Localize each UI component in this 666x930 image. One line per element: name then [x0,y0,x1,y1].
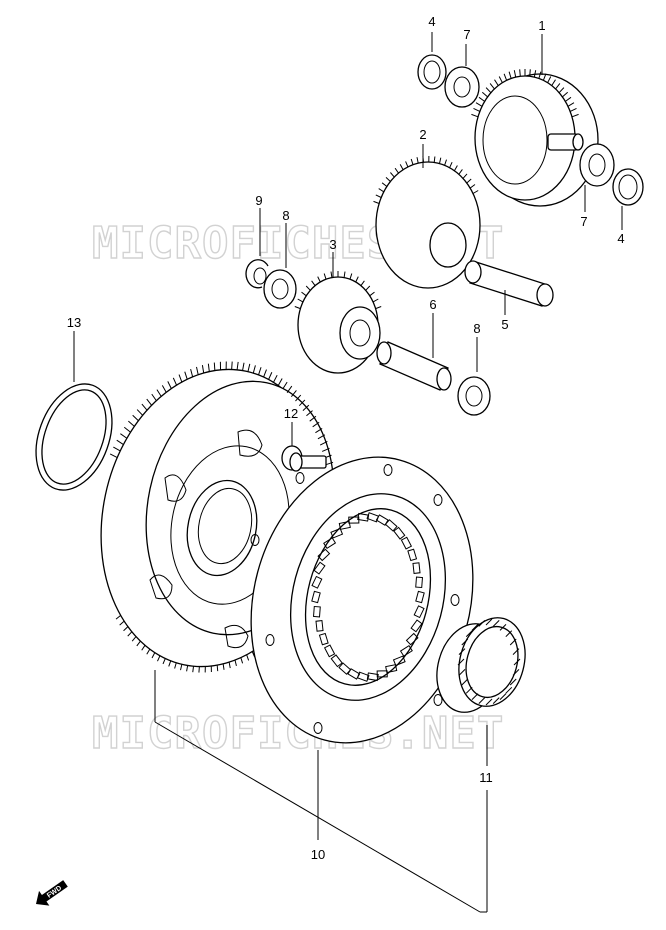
callout-4-top: 4 [428,14,435,29]
part-5-shaft [464,260,554,307]
part-4-bushing-right [612,168,644,206]
part-4-bushing-top [417,54,447,90]
part-7-washer-top [444,66,480,108]
callout-10: 10 [311,847,325,862]
part-10-clutch-housing [250,456,474,744]
leader-lines [73,32,623,913]
part-12-bolt [281,445,327,472]
callout-4-right: 4 [617,231,624,246]
part-8-washer-left [263,269,297,309]
part-1-idle-gear-assembly [471,69,599,207]
callout-13: 13 [67,315,81,330]
callout-8-left: 8 [282,208,289,223]
callout-7-top: 7 [463,27,470,42]
part-8-washer-right [457,376,491,416]
callout-8-right: 8 [473,321,480,336]
part-11-bearing [436,617,526,713]
part-2-idle-gear [373,155,481,289]
fwd-direction-badge: FWD [36,880,68,906]
part-9-circlip [245,259,269,289]
callout-7-right: 7 [580,214,587,229]
callout-11: 11 [479,770,493,785]
callout-5: 5 [501,317,508,332]
callout-2: 2 [419,127,426,142]
callout-9: 9 [255,193,262,208]
part-13-ring [35,383,113,491]
callout-6: 6 [429,297,436,312]
callout-12: 12 [284,406,298,421]
fwd-label: FWD [46,885,63,900]
part-3-reduction-gear [294,271,382,374]
callout-1: 1 [538,18,545,33]
part-7-washer-right [579,143,615,187]
fwd-arrow-icon [36,880,68,906]
callout-labels: 4 7 1 2 7 4 9 8 3 5 6 8 13 12 10 11 [67,14,625,862]
part-6-shaft [376,341,452,391]
callout-3: 3 [329,237,336,252]
